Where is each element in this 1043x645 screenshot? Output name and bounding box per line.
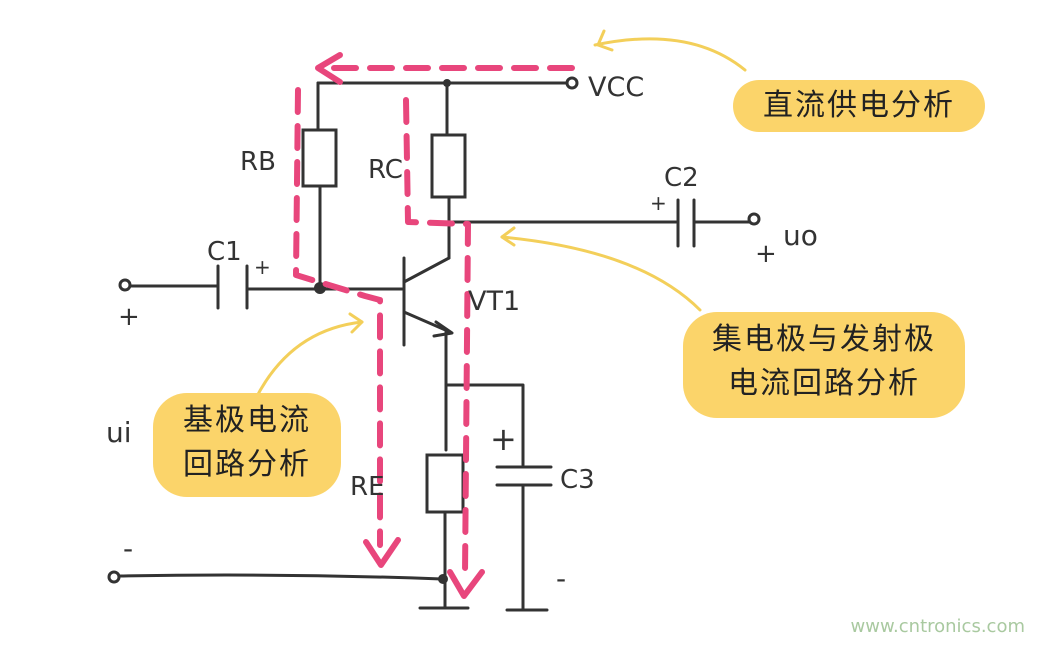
- dc-supply-path: [293, 52, 575, 568]
- note-ce-line2: 电流回路分析: [728, 366, 920, 401]
- capacitor-c1: [216, 264, 249, 310]
- output-wire: [447, 212, 761, 226]
- label-rb: RB: [240, 147, 276, 177]
- note-ce-line1: 集电极与发射极: [712, 322, 936, 357]
- output-plus-sign: +: [755, 239, 777, 269]
- c2-plus-sign: +: [650, 191, 667, 215]
- emitter-bypass-branch: [444, 383, 553, 612]
- note-base-line2: 回路分析: [183, 447, 311, 482]
- label-rc: RC: [368, 155, 403, 185]
- c3-plus-sign: +: [490, 420, 517, 458]
- ground-wire: [107, 570, 448, 584]
- input-minus-sign: -: [123, 532, 133, 565]
- label-vt1: VT1: [468, 286, 520, 317]
- annotation-leaders: [253, 29, 747, 402]
- c3-minus-sign: -: [556, 562, 566, 595]
- resistor-rb: [301, 81, 338, 290]
- c1-plus-sign: +: [254, 255, 271, 279]
- label-c2: C2: [664, 163, 699, 193]
- input-plus-sign: +: [118, 302, 140, 332]
- note-base-line1: 基极电流: [183, 403, 311, 438]
- transistor-vt1: [402, 256, 454, 452]
- label-c1: C1: [207, 237, 242, 267]
- watermark: www.cntronics.com: [850, 616, 1025, 637]
- note-dc-supply: 直流供电分析: [733, 80, 985, 132]
- input-wire: [118, 278, 404, 294]
- resistor-rc: [430, 81, 467, 260]
- label-uo: uo: [783, 219, 818, 252]
- note-collector-emitter-loop: 集电极与发射极 电流回路分析: [683, 312, 965, 418]
- collector-emitter-path: [403, 97, 485, 599]
- capacitor-c2: [676, 198, 696, 248]
- label-vcc: VCC: [588, 72, 644, 103]
- label-re: RE: [350, 472, 385, 502]
- note-base-loop: 基极电流 回路分析: [153, 393, 341, 497]
- vcc-rail: [316, 76, 579, 90]
- note-dc-supply-text: 直流供电分析: [763, 88, 955, 123]
- label-c3: C3: [560, 465, 595, 495]
- label-ui: ui: [106, 416, 132, 449]
